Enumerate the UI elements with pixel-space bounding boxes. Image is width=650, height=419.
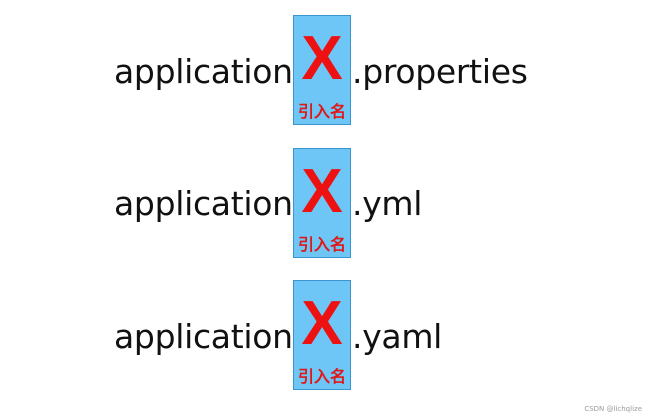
filename-row-yml: application- X 引入名 .yml <box>0 148 650 258</box>
filename-row-properties: application- X 引入名 .properties <box>0 15 650 125</box>
filename-suffix: .yaml <box>352 317 443 356</box>
placeholder-box: X 引入名 <box>293 148 351 258</box>
filename-prefix: application- <box>114 317 305 356</box>
placeholder-x-mark: X <box>301 289 343 358</box>
filename-suffix: .properties <box>352 52 528 91</box>
placeholder-x-mark: X <box>301 24 343 93</box>
filename-prefix: application- <box>114 184 305 223</box>
filename-prefix: application- <box>114 52 305 91</box>
filename-row-yaml: application- X 引入名 .yaml <box>0 280 650 390</box>
placeholder-box: X 引入名 <box>293 15 351 125</box>
placeholder-label: 引入名 <box>297 367 346 386</box>
filename-suffix: .yml <box>352 184 423 223</box>
placeholder-label: 引入名 <box>297 235 346 254</box>
watermark: CSDN @lichqlize <box>584 405 642 413</box>
placeholder-label: 引入名 <box>297 102 346 121</box>
placeholder-box: X 引入名 <box>293 280 351 390</box>
placeholder-x-mark: X <box>301 157 343 226</box>
